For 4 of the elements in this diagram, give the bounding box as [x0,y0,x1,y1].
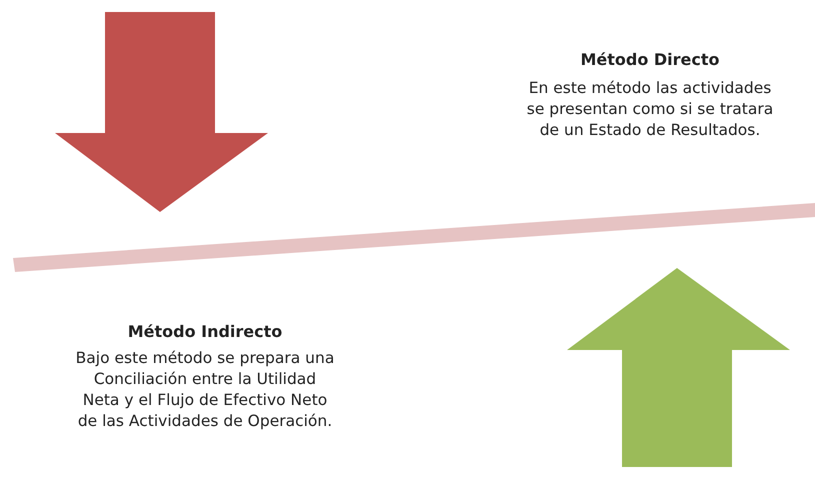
paragraph: Bajo este método se prepara una Conciliación entre la Utilidad Neta y el Flujo de Efectivo Neto de las Actividades de Operación. [75,348,335,432]
heading: Método Directo [579,50,721,69]
paragraph: En este método las actividades se presentan como si se tratara de un Estado de Resultados. [526,78,774,141]
heading: Método Indirecto [126,322,284,341]
